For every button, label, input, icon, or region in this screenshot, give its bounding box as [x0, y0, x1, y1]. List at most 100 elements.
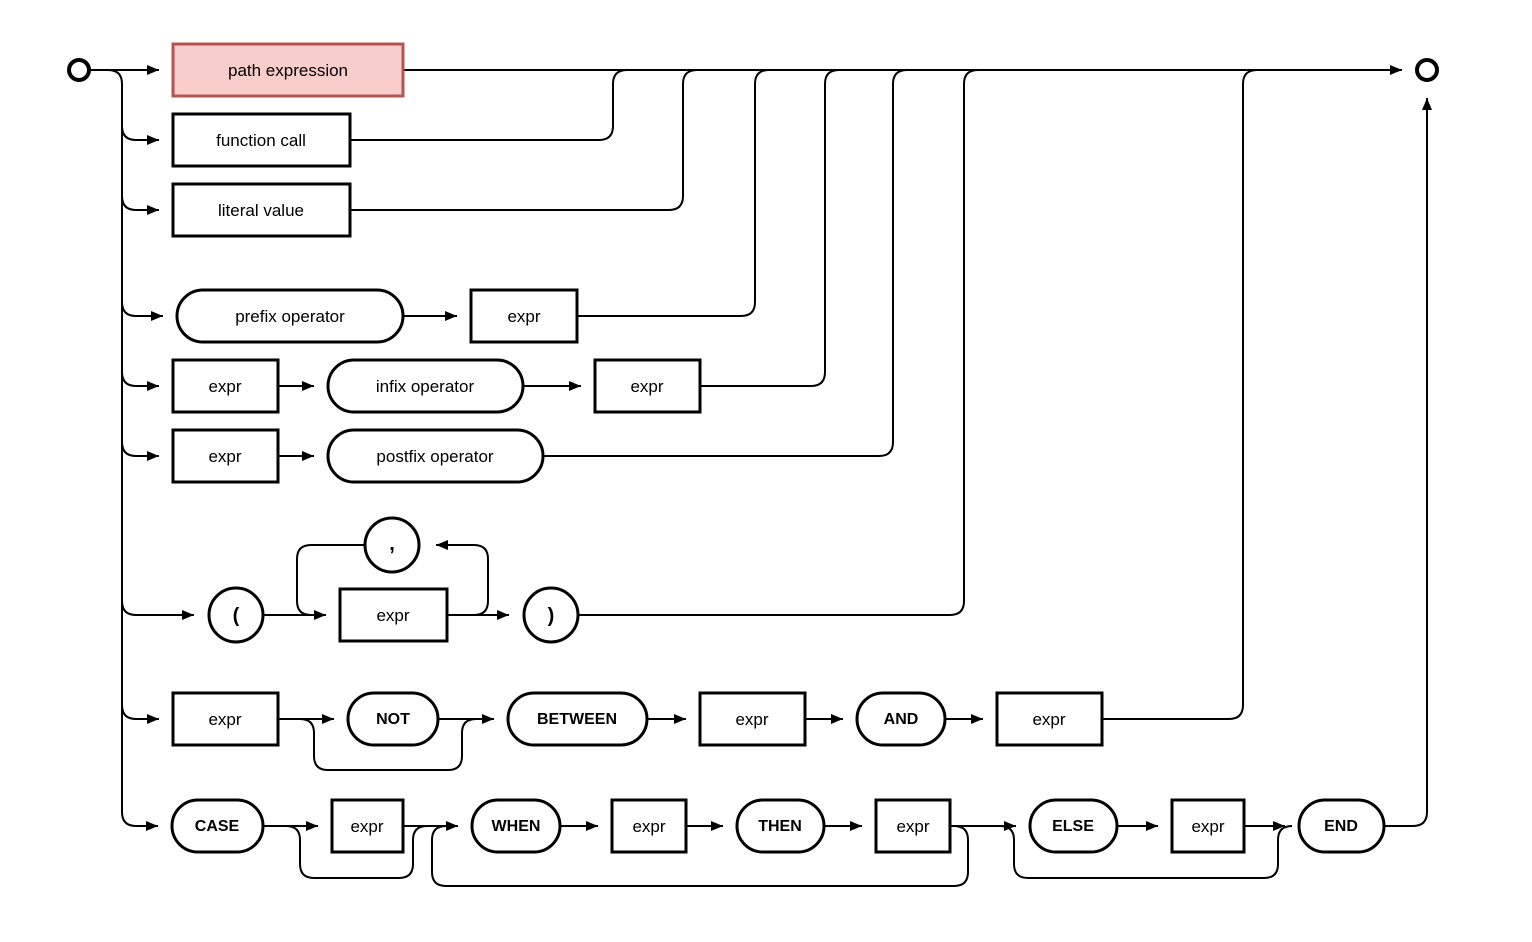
comma-circle [363, 516, 421, 574]
edge-branch-prefix-row [121, 301, 163, 321]
and-pill [855, 691, 947, 747]
expr-box [995, 691, 1104, 747]
end-label: END [1324, 818, 1358, 835]
not-label: NOT [376, 711, 410, 728]
node-expr-else: expr [1170, 798, 1246, 854]
node-and-keyword: AND [855, 691, 947, 747]
comma-label: , [389, 533, 395, 555]
when-pill [470, 798, 562, 854]
node-end-keyword: END [1297, 798, 1386, 854]
expr-label: expr [1191, 817, 1224, 836]
expr-label: expr [630, 377, 663, 396]
node-expr-infix-right: expr [593, 358, 702, 414]
edge-return-postfix-row [543, 69, 908, 457]
node-prefix-operator: prefix operator [175, 288, 405, 344]
edge-not-bypass [299, 718, 477, 771]
between-pill [506, 691, 649, 747]
function-call-label: function call [216, 131, 306, 150]
literal-value-box [171, 182, 352, 238]
prefix-operator-label: prefix operator [235, 307, 345, 326]
edge-branch-between-row [121, 704, 159, 724]
node-case-keyword: CASE [170, 798, 265, 854]
literal-value-label: literal value [218, 201, 304, 220]
and-label: AND [884, 711, 919, 728]
else-label: ELSE [1052, 818, 1094, 835]
edge-else-bypass [999, 825, 1293, 879]
edge-branch-function-call [121, 125, 159, 145]
expr-label: expr [1032, 710, 1065, 729]
expr-label: expr [632, 817, 665, 836]
edge-return-infix-row [700, 69, 840, 387]
expr-label: expr [208, 377, 241, 396]
edge-return-paren-row [578, 69, 979, 616]
expr-box [171, 691, 280, 747]
expr-box [610, 798, 688, 854]
prefix-operator-pill [175, 288, 405, 344]
node-literal-value: literal value [171, 182, 352, 238]
infix-operator-label: infix operator [376, 377, 475, 396]
node-expr-infix-left: expr [171, 358, 280, 414]
node-expr-then: expr [874, 798, 952, 854]
node-path-expression: path expression [171, 42, 405, 98]
node-infix-operator: infix operator [326, 358, 525, 414]
expr-box [698, 691, 807, 747]
edge-case-expr-bypass [285, 825, 428, 879]
node-expr-prefix-row: expr [469, 288, 579, 344]
node-comma: , [363, 516, 421, 574]
edge-branch-literal-value [121, 195, 159, 215]
close-paren-label: ) [548, 605, 555, 627]
start-terminal [67, 58, 91, 82]
expr-label: expr [896, 817, 929, 836]
case-label: CASE [195, 818, 240, 835]
node-open-paren: ( [207, 586, 265, 644]
node-else-keyword: ELSE [1028, 798, 1119, 854]
end-pill [1297, 798, 1386, 854]
between-label: BETWEEN [537, 711, 617, 728]
expr-box [330, 798, 405, 854]
expr-box [171, 428, 280, 484]
node-then-keyword: THEN [735, 798, 826, 854]
expr-box [171, 358, 280, 414]
edge-comma-loop-left [296, 544, 365, 616]
edge-when-loop [431, 825, 969, 887]
node-when-keyword: WHEN [470, 798, 562, 854]
when-label: WHEN [492, 818, 541, 835]
node-expr-between-1: expr [171, 691, 280, 747]
node-expr-between-2: expr [698, 691, 807, 747]
node-between-keyword: BETWEEN [506, 691, 649, 747]
expr-box [1170, 798, 1246, 854]
path-expression-label: path expression [228, 61, 348, 80]
node-expr-case-operand: expr [330, 798, 405, 854]
then-pill [735, 798, 826, 854]
node-expr-between-3: expr [995, 691, 1104, 747]
edge-trunk [107, 69, 158, 831]
expr-label: expr [376, 606, 409, 625]
function-call-box [171, 112, 352, 168]
node-expr-when: expr [610, 798, 688, 854]
edge-return-prefix-row [577, 69, 770, 317]
edge-return-literal-value [350, 69, 698, 211]
expr-box [593, 358, 702, 414]
expr-box [874, 798, 952, 854]
edge-return-between-row [1102, 69, 1258, 720]
edge-return-function-call [350, 69, 628, 141]
node-function-call: function call [171, 112, 352, 168]
edge-branch-infix-row [121, 371, 159, 391]
infix-operator-pill [326, 358, 525, 414]
node-not-keyword: NOT [346, 691, 440, 747]
edge-branch-postfix-row [121, 441, 159, 461]
node-expr-paren-row: expr [338, 587, 449, 643]
else-pill [1028, 798, 1119, 854]
expr-label: expr [350, 817, 383, 836]
open-paren-circle [207, 586, 265, 644]
expr-box [338, 587, 449, 643]
edges [89, 65, 1432, 887]
then-label: THEN [758, 818, 802, 835]
open-paren-label: ( [233, 605, 240, 627]
edge-end-kw-exit [1384, 98, 1432, 827]
postfix-operator-pill [326, 428, 545, 484]
path-expression-box [171, 42, 405, 98]
close-paren-circle [522, 586, 580, 644]
